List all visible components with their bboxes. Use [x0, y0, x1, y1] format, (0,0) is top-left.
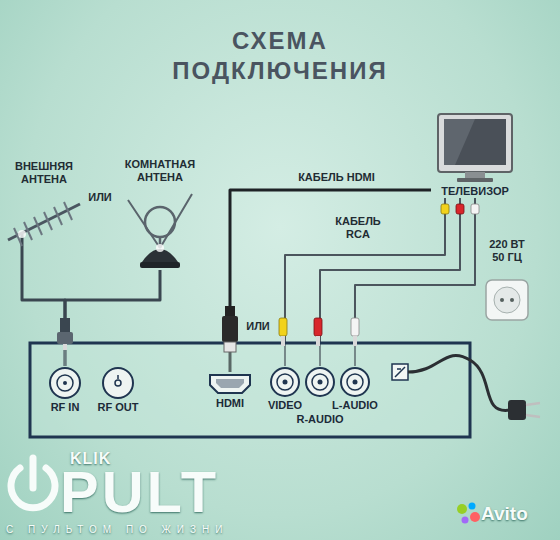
receiver-housing [30, 343, 470, 437]
node-picture [4, 188, 84, 268]
node-label: L-AUDIO [332, 399, 378, 412]
node-picture [435, 112, 515, 184]
hdmi-plug [222, 306, 238, 352]
cable-label: КАБЕЛЬ HDMI [298, 171, 375, 184]
node-label: R-AUDIO [296, 413, 343, 426]
indoor-antenna: КОМНАТНАЯ АНТЕНА [118, 158, 202, 270]
node-picture [48, 366, 82, 400]
audio-port: R-AUDIO [296, 366, 343, 426]
node-label: ВНЕШНЯЯ АНТЕНА [6, 160, 82, 186]
video-port: VIDEO [268, 366, 302, 412]
cable [320, 198, 460, 366]
node-picture [101, 366, 135, 400]
node-picture [304, 366, 336, 398]
power-cord [392, 355, 540, 420]
cable [285, 198, 445, 366]
node-label: RF OUT [98, 401, 139, 414]
tv-set: ТЕЛЕВИЗОР [431, 112, 519, 198]
logo-icon [11, 458, 55, 508]
audio-port: L-AUDIO [332, 366, 378, 412]
hdmi-port: HDMI [207, 372, 253, 410]
or-label: ИЛИ [246, 320, 270, 333]
watermark-icon [457, 503, 480, 524]
rf-out-port: RF OUT [98, 366, 139, 414]
power-label: 220 ВТ 50 ГЦ [484, 238, 530, 264]
or-label: ИЛИ [88, 191, 112, 204]
node-picture [118, 186, 202, 270]
node-label: RF IN [51, 401, 80, 414]
node-label: VIDEO [268, 399, 302, 412]
node-picture [269, 366, 301, 398]
rca-plug-heads [441, 204, 479, 214]
rf-in-port: RF IN [48, 366, 82, 414]
logo-word: PULT [60, 462, 219, 522]
watermark: Avito [481, 503, 528, 525]
cable-label: КАБЕЛЬ RCA [333, 215, 383, 241]
rca-plugs [279, 318, 359, 346]
coax-plug [57, 318, 73, 350]
node-label: ТЕЛЕВИЗОР [441, 185, 509, 198]
title: СХЕМА ПОДКЛЮЧЕНИЯ [150, 26, 410, 86]
node-label: КОМНАТНАЯ АНТЕНА [118, 158, 202, 184]
node-picture [207, 372, 253, 396]
outdoor-antenna: ВНЕШНЯЯ АНТЕНА [4, 160, 84, 268]
wall-socket [486, 280, 528, 320]
node-picture [339, 366, 371, 398]
logo-tagline: С ПУЛЬТОМ ПО ЖИЗНИ [6, 524, 229, 536]
node-label: HDMI [216, 397, 244, 410]
